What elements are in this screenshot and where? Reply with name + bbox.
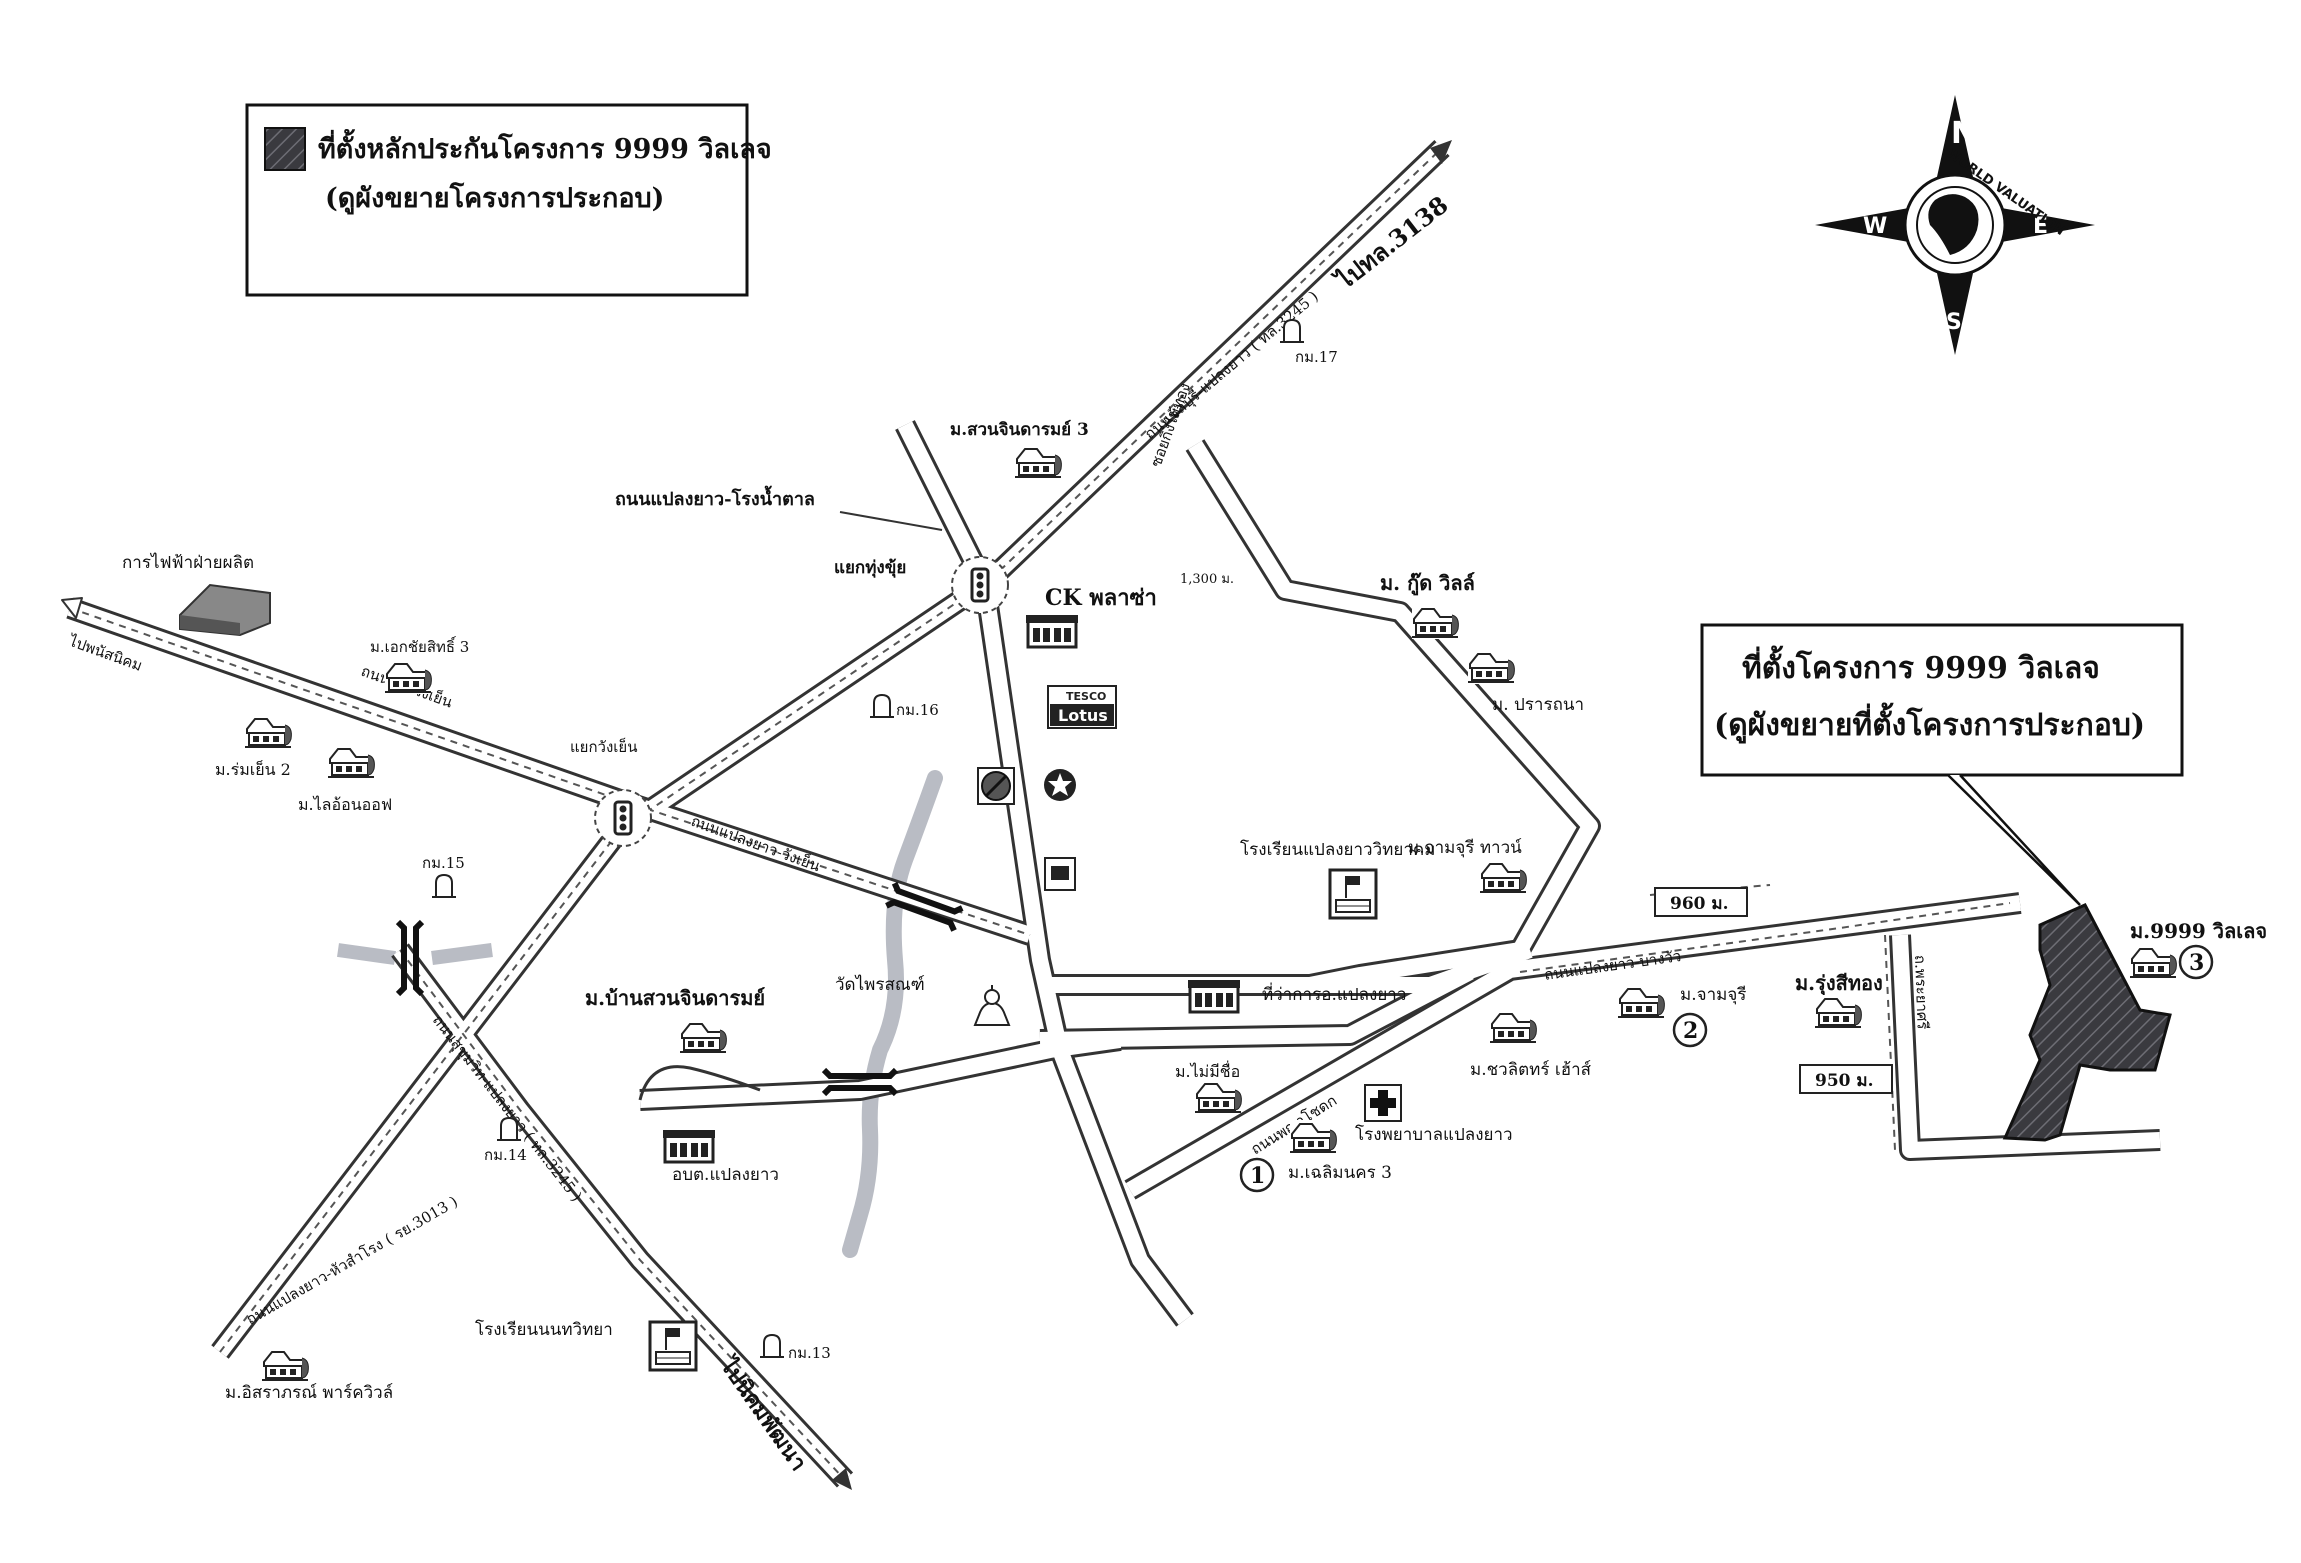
place-m-lai-on-of: ม.ไลอ้อนออฟ (298, 795, 392, 814)
house-icon (261, 1347, 310, 1383)
place-m-chawalit-house: ม.ชวลิตทร์ เฮ้าส์ (1470, 1060, 1592, 1080)
place-m-chalermnakorn-3: ม.เฉลิมนคร 3 (1288, 1163, 1392, 1183)
mall-icon (1024, 613, 1080, 649)
place-yaek-thung-khui: แยกทุ่งขุ้ย (834, 558, 906, 578)
place-egat: การไฟฟ้าฝ่ายผลิต (122, 552, 254, 573)
office-building-icon (179, 583, 271, 637)
km-post-icon (869, 694, 895, 718)
hospital-icon (1364, 1084, 1402, 1122)
place-m-9999-village: ม.9999 วิลเลจ (2130, 919, 2267, 943)
road-network (61, 140, 2161, 1490)
river-right-stub (431, 943, 493, 965)
traffic-light-icon (593, 788, 653, 848)
compass-east: E (2033, 214, 2048, 239)
callout-title: ที่ตั้งโครงการ 9999 วิลเลจ (1742, 645, 2100, 686)
km-16: กม.16 (896, 701, 939, 719)
shop-icon (1044, 857, 1076, 891)
place-yaek-wangyen: แยกวังเย็น (570, 737, 637, 756)
km-14: กม.14 (484, 1146, 527, 1164)
government-building-icon (1186, 978, 1242, 1014)
traffic-light-icon (950, 555, 1010, 615)
project-site-parcel (2002, 903, 2172, 1142)
school-icon (1328, 868, 1378, 920)
lotus-top-label: TESCO (1066, 690, 1106, 703)
place-wat: วัดไพรสณฑ์ (835, 974, 925, 995)
place-sao-plaeng-yao: อบต.แปลงยาว (672, 1165, 779, 1185)
house-icon (1489, 1009, 1538, 1045)
school-icon (648, 1320, 698, 1372)
river (842, 770, 943, 1258)
km-15: กม.15 (422, 854, 465, 872)
place-m-prathana: ม. ปรารถนา (1492, 695, 1584, 715)
place-hospital: โรงพยาบาลแปลงยาว (1355, 1124, 1513, 1145)
place-m-suan-chindaram-3: ม.สวนจินดารมย์ 3 (950, 419, 1089, 440)
no-entry-icon (977, 767, 1015, 805)
temple-icon (973, 985, 1011, 1026)
marker-1: 1 (1239, 1157, 1275, 1193)
legend-title: ที่ตั้งหลักประกันโครงการ 9999 วิลเลจ (318, 128, 772, 165)
house-icon (1467, 649, 1516, 685)
house-icon (327, 744, 376, 780)
km-post-icon (431, 874, 457, 898)
compass-north: N (1951, 116, 1976, 151)
legend-box: ที่ตั้งหลักประกันโครงการ 9999 วิลเลจ (ดู… (245, 103, 772, 297)
places: การไฟฟ้าฝ่ายผลิต ม.สวนจินดารมย์ 3 แยกทุ่… (122, 319, 2267, 1403)
svg-text:1: 1 (1250, 1163, 1265, 1189)
place-m-isaraphan-park: ม.อิสราภรณ์ พาร์ควิวล์ (225, 1383, 393, 1403)
house-icon (2129, 944, 2178, 980)
house-icon (1814, 994, 1863, 1030)
km-13: กม.13 (788, 1344, 831, 1362)
house-icon (1289, 1119, 1338, 1155)
place-ck-plaza: CK พลาซ่า (1045, 585, 1157, 611)
road-label-sukhumvit-plaeng-yao: ถนนสุขุมวิท-แปลงยาว ( ทล.3245 ) (428, 1011, 586, 1205)
svg-text:2: 2 (1683, 1018, 1698, 1044)
house-icon (1617, 984, 1666, 1020)
place-m-ban-suan-chindaram: ม.บ้านสวนจินดารมย์ (585, 986, 765, 1010)
road-label-plaeng-yao-hua-samrong: ถนนแปลงยาว-หัวสำโรง ( รย.3013 ) (243, 1192, 461, 1328)
road-label-plaeng-yao-rong-namtan: ถนนแปลงยาว-โรงน้ำตาล (615, 485, 815, 510)
road-label-plaeng-yao-wangyen: ถนนแปลงยาว-วังเย็น (689, 811, 823, 875)
place-school-nonthawit: โรงเรียนนนทวิทยา (475, 1319, 613, 1340)
km-17: กม.17 (1295, 348, 1338, 366)
house-icon (1411, 604, 1460, 640)
marker-2: 2 (1672, 1012, 1708, 1048)
place-m-ruamyen-2: ม.ร่มเย็น 2 (215, 759, 291, 779)
house-icon (1014, 444, 1063, 480)
house-icon (1479, 859, 1528, 895)
place-m-chamchuri-town: ม.จามจุรี ทาวน์ (1408, 838, 1522, 858)
house-icon (244, 714, 293, 750)
house-icon (1194, 1079, 1243, 1115)
legend-swatch (264, 127, 306, 171)
svg-text:3: 3 (2189, 950, 2204, 976)
project-callout: ที่ตั้งโครงการ 9999 วิลเลจ (ดูผังขยายที่… (1700, 623, 2184, 906)
distance-960: 960 ม. (1670, 894, 1729, 914)
compass-west: W (1863, 214, 1887, 239)
place-m-rung-si-thong: ม.รุ่งสีทอง (1795, 971, 1883, 996)
place-m-mai-mi-chue: ม.ไม่มีชื่อ (1175, 1060, 1240, 1081)
road-label-phraya-sri: ถ.พระยาศรี (1911, 955, 1932, 1030)
tesco-lotus-icon: TESCO Lotus (1047, 685, 1117, 729)
office-icon (661, 1128, 717, 1164)
compass-rose: N S E W WORLD VALUATION (1815, 95, 2095, 355)
marker-3: 3 (2178, 944, 2214, 980)
legend-subtitle: (ดูผังขยายโครงการประกอบ) (325, 181, 664, 215)
road-labels: ไปทล.3138 ถนนชลบุรี-แปลงยาว ( ทล.3245 ) … (66, 190, 1932, 1476)
lotus-bottom-label: Lotus (1058, 706, 1108, 725)
star-icon (1044, 769, 1076, 801)
compass-south: S (1946, 310, 1962, 335)
river-left-stub (337, 943, 396, 965)
place-district-office: ที่ว่าการอ.แปลงยาว (1262, 982, 1406, 1005)
house-icon (679, 1019, 728, 1055)
place-m-ek-chaisit-3: ม.เอกชัยสิทธิ์ 3 (370, 636, 469, 656)
place-m-chamchuri: ม.จามจุรี (1680, 985, 1746, 1005)
km-post-icon (759, 1334, 785, 1358)
house-icon (384, 659, 433, 695)
distance-1300: 1,300 ม. (1180, 572, 1234, 587)
place-m-good-ville: ม. กู๊ด วิลล์ (1380, 571, 1475, 597)
place-school-plaeng-yao: โรงเรียนแปลงยาววิทยาคม (1240, 839, 1435, 860)
callout-subtitle: (ดูผังขยายที่ตั้งโครงการประกอบ) (1714, 702, 2145, 744)
distance-950: 950 ม. (1815, 1071, 1874, 1091)
